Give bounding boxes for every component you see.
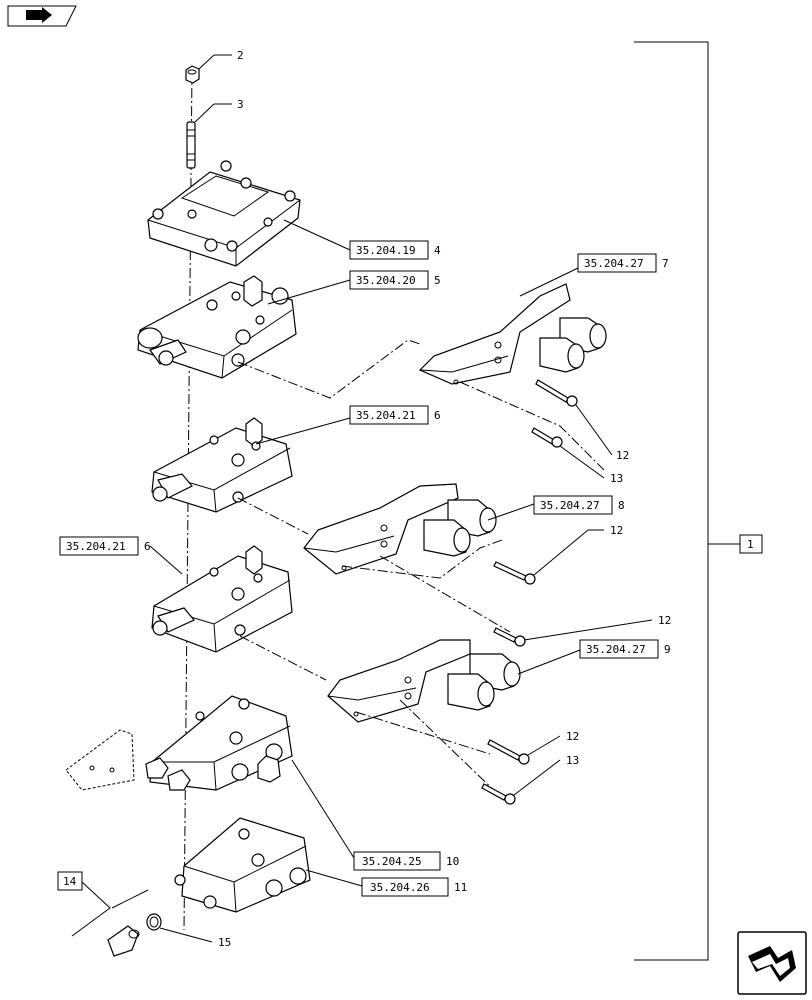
svg-text:6: 6: [144, 540, 151, 553]
svg-text:35.204.26: 35.204.26: [370, 881, 430, 894]
working-section-part-6b: [151, 545, 293, 653]
callout-13a: 13: [610, 472, 623, 485]
callout-9: 35.204.27 9: [579, 639, 671, 659]
svg-text:8: 8: [618, 499, 625, 512]
bolt-part: [493, 627, 526, 647]
svg-text:5: 5: [434, 274, 441, 287]
callout-15: 15: [218, 936, 231, 949]
back-arrow-icon: [26, 7, 52, 23]
svg-text:35.204.27: 35.204.27: [584, 257, 644, 270]
label-plate-part: [65, 729, 135, 791]
cover-plate-part: [147, 160, 301, 267]
svg-text:35.204.21: 35.204.21: [356, 409, 416, 422]
inlet-valve-section-part: [137, 275, 297, 379]
svg-text:4: 4: [434, 244, 441, 257]
svg-text:1: 1: [747, 538, 754, 551]
callout-12c: 12: [658, 614, 671, 627]
callout-6a: 35.204.21 6: [349, 405, 441, 425]
callout-2: 2: [237, 49, 244, 62]
outlet-section-part-10: [145, 695, 293, 791]
outlet-section-part-11: [174, 817, 311, 913]
callout-12b: 12: [610, 524, 623, 537]
assembly-bracket: [634, 41, 740, 961]
next-page-arrow-icon: [748, 946, 796, 982]
bolt-part: [535, 379, 578, 407]
stud-part: [186, 121, 196, 169]
svg-text:9: 9: [664, 643, 671, 656]
callout-12a: 12: [616, 449, 629, 462]
svg-text:35.204.21: 35.204.21: [66, 540, 126, 553]
callout-7: 35.204.27 7: [577, 253, 669, 273]
callout-11: 35.204.26 11: [361, 877, 467, 897]
callout-8: 35.204.27 8: [533, 495, 625, 515]
callout-10: 35.204.25 10: [353, 851, 459, 871]
fitting-part: [107, 925, 140, 957]
coupler-bracket-part-7: [418, 283, 607, 385]
next-page-button[interactable]: [737, 931, 807, 995]
working-section-part-6a: [151, 417, 293, 513]
callout-6b: 35.204.21 6: [59, 536, 151, 556]
callout-3: 3: [237, 98, 244, 111]
svg-text:7: 7: [662, 257, 669, 270]
coupler-bracket-part-9: [327, 639, 521, 723]
svg-text:35.204.25: 35.204.25: [362, 855, 422, 868]
svg-text:35.204.27: 35.204.27: [586, 643, 646, 656]
callout-5: 35.204.20 5: [349, 270, 441, 290]
quick-coupler: [423, 499, 497, 557]
svg-text:6: 6: [434, 409, 441, 422]
back-button[interactable]: [7, 5, 77, 27]
svg-text:35.204.27: 35.204.27: [540, 499, 600, 512]
quick-coupler: [539, 317, 607, 373]
callout-13b: 13: [566, 754, 579, 767]
coupler-bracket-part-8: [303, 483, 497, 575]
o-ring-part: [146, 913, 162, 931]
bolt-part: [481, 783, 516, 805]
callout-14: 14: [57, 871, 83, 891]
callout-4: 35.204.19 4: [349, 240, 441, 260]
nut-part: [185, 65, 200, 84]
bolt-part: [531, 427, 563, 448]
svg-text:11: 11: [454, 881, 467, 894]
svg-text:35.204.20: 35.204.20: [356, 274, 416, 287]
svg-text:14: 14: [63, 875, 77, 888]
quick-coupler: [447, 653, 521, 711]
bolt-part: [487, 739, 530, 765]
svg-text:10: 10: [446, 855, 459, 868]
svg-text:35.204.19: 35.204.19: [356, 244, 416, 257]
callout-1: 1: [739, 534, 763, 554]
bolt-part: [493, 561, 536, 585]
callout-12d: 12: [566, 730, 579, 743]
